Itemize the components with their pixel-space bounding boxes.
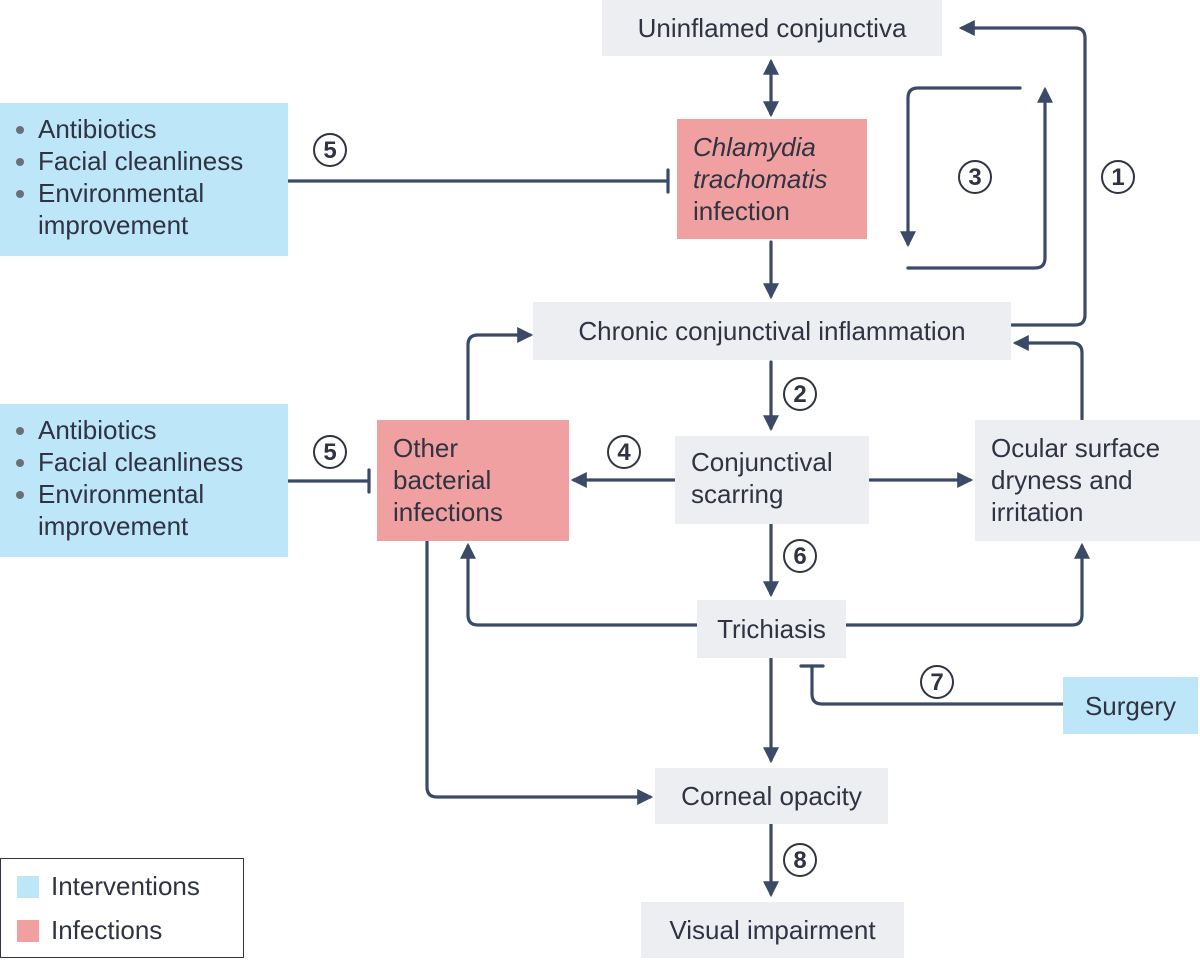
svg-text:6: 6 xyxy=(793,543,806,570)
step-8-marker: 8 xyxy=(783,843,817,877)
chlamydia-line-2: trachomatis xyxy=(693,164,828,194)
legend-label-interventions: Interventions xyxy=(51,871,200,901)
svg-text:1: 1 xyxy=(1111,164,1124,191)
scarring-line-1: Conjunctival xyxy=(691,447,833,477)
step-1-marker: 1 xyxy=(1101,160,1135,194)
node-conjunctival-scarring: Conjunctival scarring xyxy=(675,436,869,524)
arrow-loop-1 xyxy=(958,20,1087,327)
other-line-3: infections xyxy=(393,497,503,527)
intervention-item: Antibiotics xyxy=(14,113,288,145)
step-5-marker-mid: 5 xyxy=(313,435,347,469)
interventions-box-top: Antibiotics Facial cleanliness Environme… xyxy=(0,103,288,256)
intervention-item-continued: improvement xyxy=(38,210,189,240)
node-trichiasis: Trichiasis xyxy=(697,600,846,658)
interventions-box-mid: Antibiotics Facial cleanliness Environme… xyxy=(0,404,288,557)
node-corneal-label: Corneal opacity xyxy=(681,781,862,811)
chlamydia-line-1: Chlamydia xyxy=(693,132,816,162)
arrow-other-chronic xyxy=(466,327,534,421)
inhibit-surgery xyxy=(810,664,1065,706)
arrow-trichiasis-ocular xyxy=(844,542,1090,627)
arrow-other-corneal xyxy=(425,540,654,805)
step-3-marker: 3 xyxy=(958,160,992,194)
intervention-item: Environmental xyxy=(14,177,288,209)
ocular-line-3: irritation xyxy=(991,497,1084,527)
svg-text:2: 2 xyxy=(793,381,806,408)
legend-label-infections: Infections xyxy=(51,915,163,945)
intervention-item-continued: improvement xyxy=(38,511,189,541)
legend: Interventions Infections xyxy=(0,858,244,958)
step-7-marker: 7 xyxy=(920,665,954,699)
step-4-marker: 4 xyxy=(607,435,641,469)
intervention-item: Environmental xyxy=(14,478,288,510)
legend-row-infections: Infections xyxy=(17,915,162,946)
svg-text:3: 3 xyxy=(968,164,981,191)
node-other-bacterial-infections: Other bacterial infections xyxy=(377,420,569,541)
node-corneal-opacity: Corneal opacity xyxy=(655,768,888,824)
node-visual-impairment: Visual impairment xyxy=(641,902,904,958)
svg-text:5: 5 xyxy=(323,137,336,164)
ocular-line-2: dryness and xyxy=(991,465,1133,495)
arrow-trichiasis-other xyxy=(460,542,699,627)
chlamydia-line-3: infection xyxy=(693,196,790,226)
legend-swatch-interventions xyxy=(17,875,39,898)
legend-swatch-infections xyxy=(17,919,39,942)
step-6-marker: 6 xyxy=(783,539,817,573)
node-trichiasis-label: Trichiasis xyxy=(717,614,826,644)
node-ocular-surface-dryness: Ocular surface dryness and irritation xyxy=(975,420,1200,541)
other-line-1: Other xyxy=(393,433,459,463)
node-chronic-label: Chronic conjunctival inflammation xyxy=(578,316,966,346)
intervention-item: Facial cleanliness xyxy=(14,446,288,478)
node-uninflamed-conjunctiva: Uninflamed conjunctiva xyxy=(602,0,942,56)
node-visual-label: Visual impairment xyxy=(669,915,876,945)
svg-text:5: 5 xyxy=(323,439,336,466)
other-line-2: bacterial xyxy=(393,465,492,495)
node-surgery: Surgery xyxy=(1063,677,1198,734)
svg-text:7: 7 xyxy=(930,669,943,696)
legend-row-interventions: Interventions xyxy=(17,871,200,902)
node-chronic-inflammation: Chronic conjunctival inflammation xyxy=(533,302,1011,360)
arrow-loop-3-right xyxy=(906,86,1053,270)
step-5-marker-top: 5 xyxy=(313,133,347,167)
svg-text:4: 4 xyxy=(617,439,631,466)
svg-text:8: 8 xyxy=(793,847,806,874)
scarring-line-2: scarring xyxy=(691,479,784,509)
intervention-item: Antibiotics xyxy=(14,414,288,446)
step-2-marker: 2 xyxy=(783,377,817,411)
node-chlamydia-infection: Chlamydia trachomatis infection xyxy=(677,119,867,239)
ocular-line-1: Ocular surface xyxy=(991,433,1161,463)
arrow-loop-3-left xyxy=(900,86,1022,248)
intervention-item: Facial cleanliness xyxy=(14,145,288,177)
node-uninflamed-label: Uninflamed conjunctiva xyxy=(637,13,907,43)
arrow-ocular-chronic xyxy=(1012,335,1084,421)
node-surgery-label: Surgery xyxy=(1084,690,1177,721)
